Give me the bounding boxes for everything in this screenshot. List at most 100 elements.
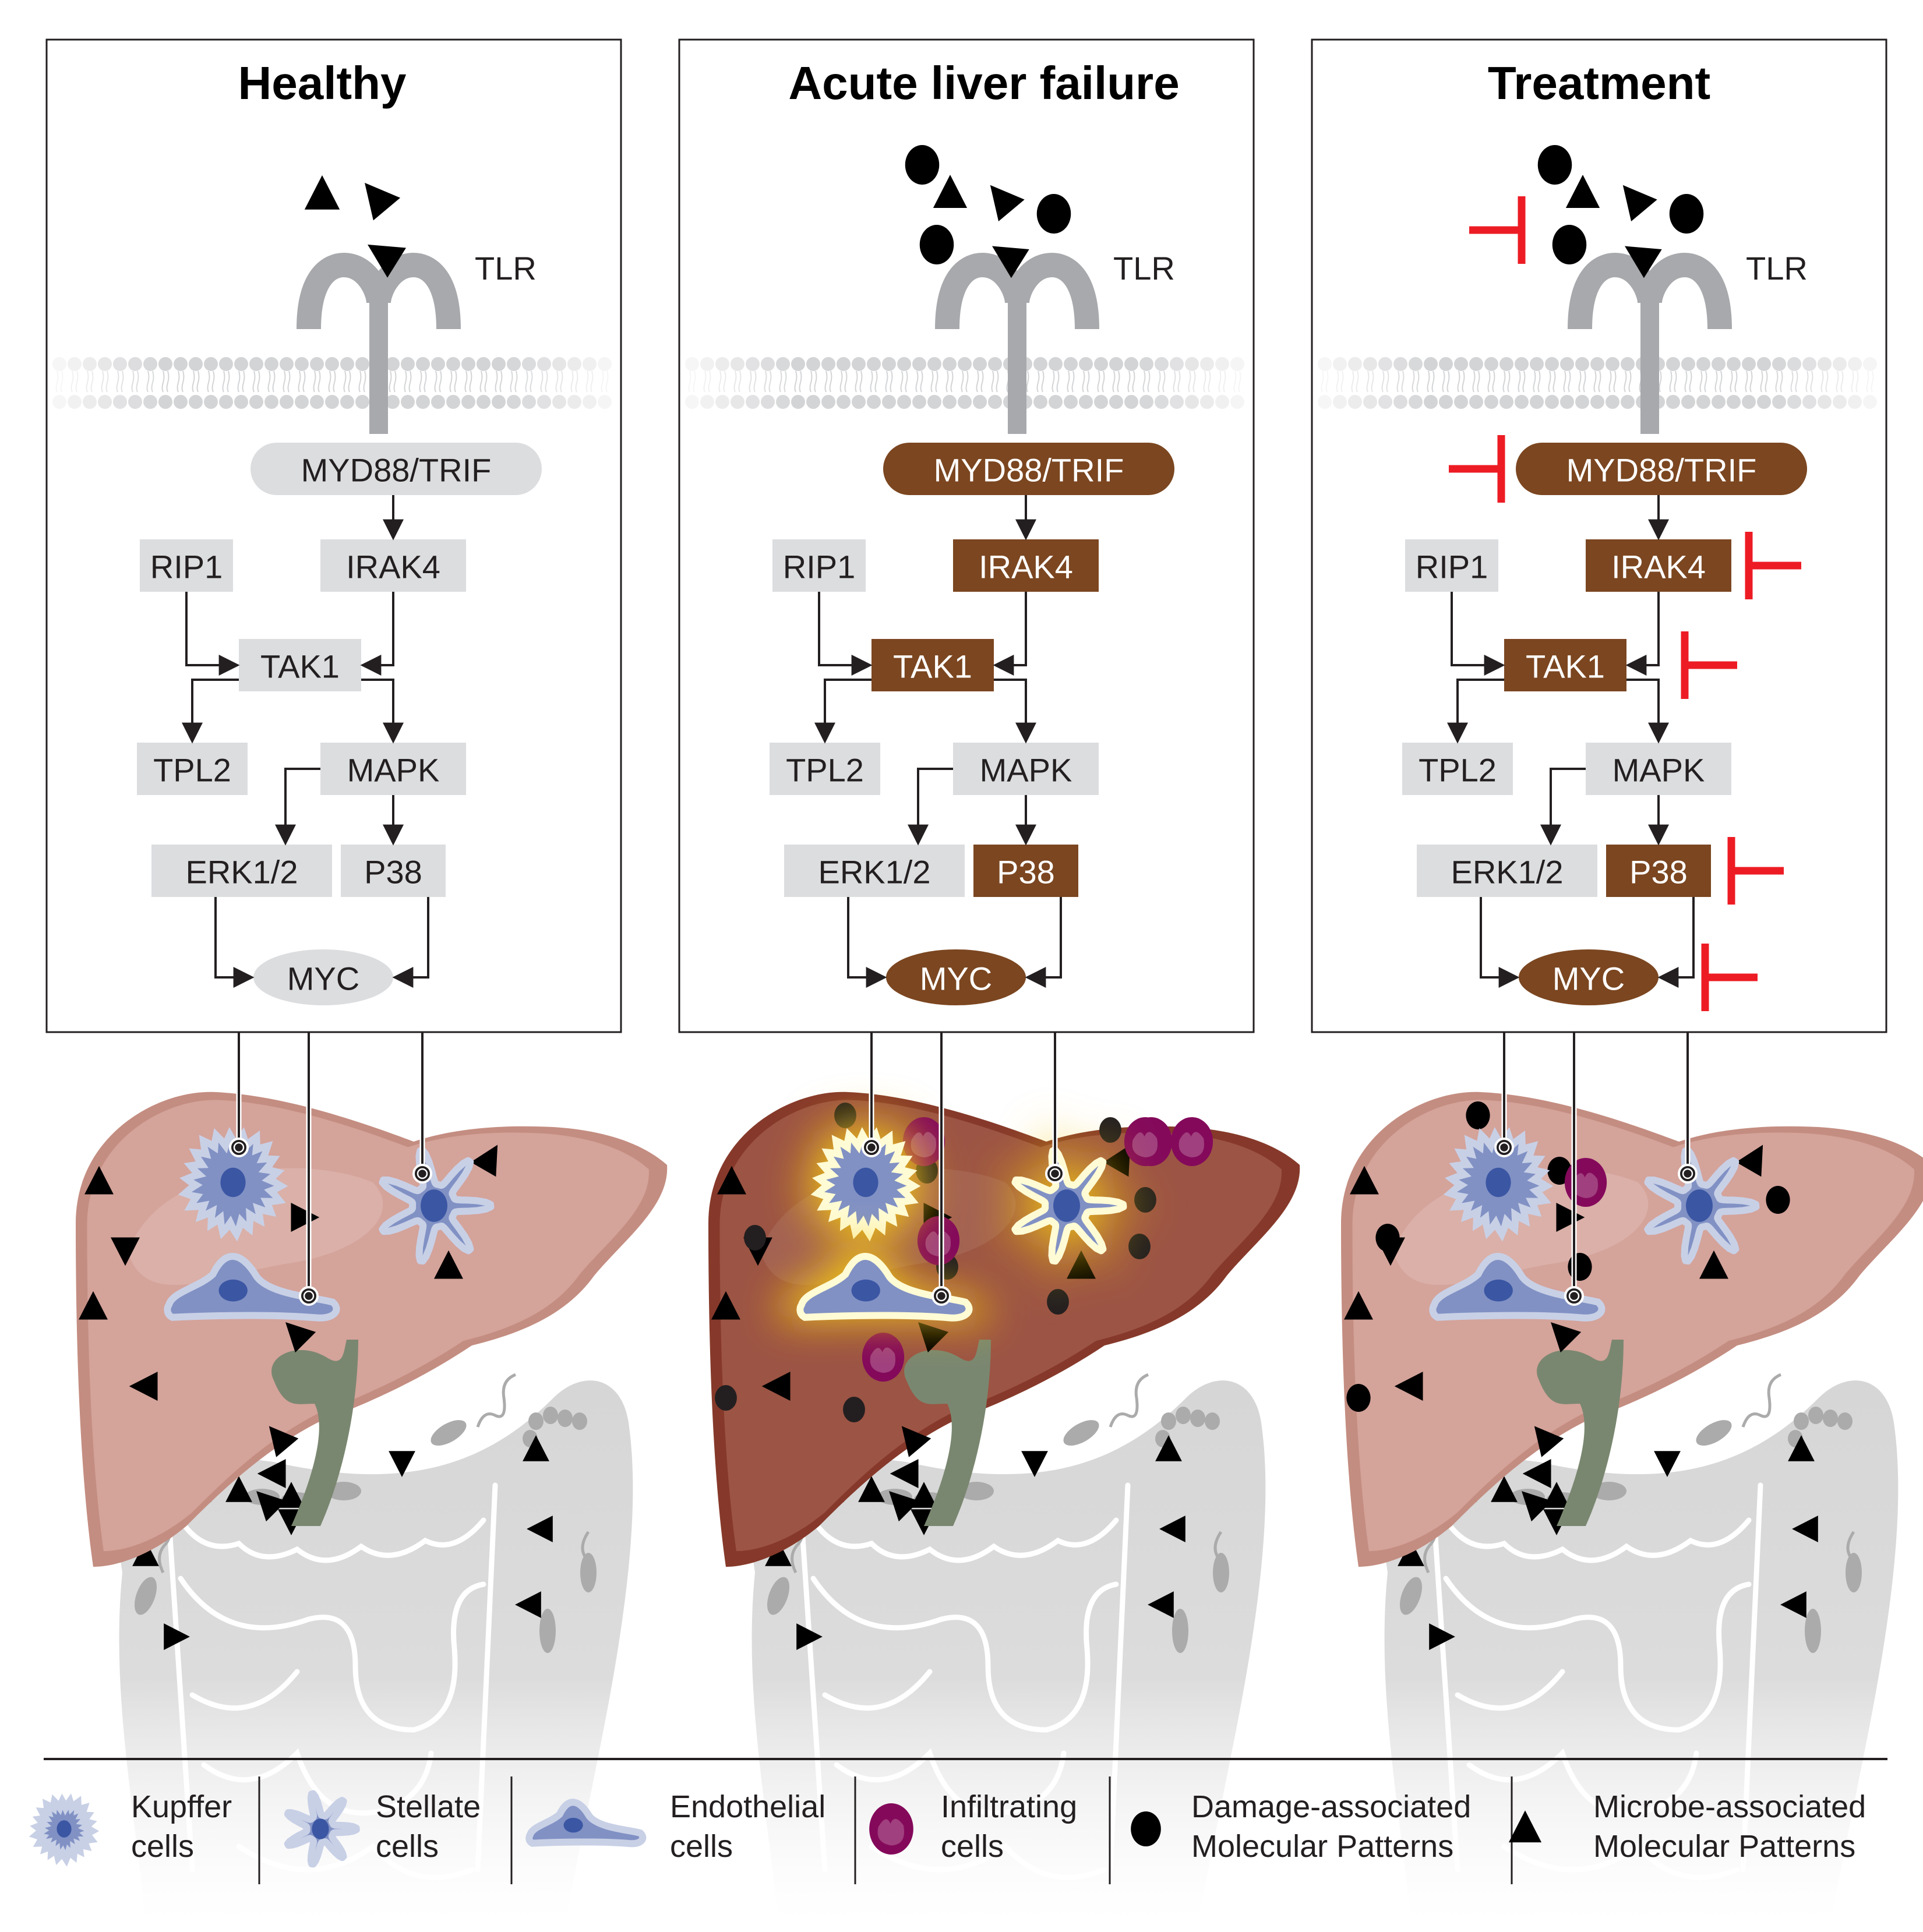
lipid-head: [1606, 395, 1619, 409]
lipid-head: [1772, 357, 1786, 371]
arrow-p38-myc: [392, 897, 429, 988]
lipid-head: [700, 357, 714, 371]
lipid-head: [598, 395, 612, 409]
lipid-tail: [688, 370, 696, 393]
lipid-tail: [510, 370, 518, 393]
lipid-head: [158, 357, 172, 371]
lipid-head: [1833, 357, 1847, 371]
lipid-tail: [131, 370, 139, 393]
lipid-head: [1170, 357, 1184, 371]
node-rip1: RIP1: [1405, 539, 1498, 592]
node-shape: [883, 443, 1174, 495]
lipid-tail: [601, 370, 609, 393]
cell-membrane: [796, 1253, 973, 1322]
lipid-tail: [1457, 370, 1465, 393]
node-label: MYC: [287, 960, 359, 997]
lipid-tail: [343, 370, 351, 393]
intestine-loop: [869, 1842, 1107, 1880]
lipid-tail: [991, 370, 999, 393]
arrow-erk-myc: [214, 897, 255, 988]
lipid-head: [234, 395, 248, 409]
damp-circle-icon: [1537, 145, 1572, 185]
callout-dot-inner: [936, 1290, 947, 1302]
receptor-label: TLR: [1746, 250, 1808, 287]
lipid-tail: [495, 370, 503, 393]
damp-circle-icon: [834, 1103, 856, 1128]
mamp-triangle-icon: [889, 1491, 920, 1522]
ligand-cluster: [905, 145, 1071, 278]
lipid-head: [1712, 395, 1726, 409]
lipid-head: [882, 357, 896, 371]
lipid-head: [143, 357, 157, 371]
lipid-head: [1064, 395, 1078, 409]
lipid-head: [52, 395, 66, 409]
lipid-tail: [733, 370, 742, 393]
callout-dot-inner: [417, 1168, 428, 1179]
damp-circle-icon: [1346, 1384, 1371, 1412]
node-label: TPL2: [1419, 752, 1497, 789]
lipid-head: [174, 357, 188, 371]
cell-nucleus: [1686, 1189, 1713, 1222]
lipid-tail: [1351, 370, 1359, 393]
mamp-triangle-icon: [1622, 185, 1657, 222]
mamp-triangle-icon: [858, 1476, 885, 1502]
arrow-tak1-tpl2: [814, 679, 871, 744]
small-intestine-loops: [166, 1482, 498, 1880]
legend-label-line1: Microbe-associated: [1593, 1789, 1866, 1824]
mamp-triangle-icon: [1394, 1372, 1423, 1401]
lipid-tail: [1518, 370, 1526, 393]
mamp-triangle-icon: [79, 1291, 108, 1320]
lipid-head: [1318, 395, 1332, 409]
lipid-tail: [1608, 370, 1617, 393]
lipid-head: [325, 395, 339, 409]
node-shape: [253, 949, 393, 1005]
lipid-head: [1681, 395, 1695, 409]
spirochete-bacterium: [476, 1373, 517, 1428]
node-tpl2: TPL2: [1402, 743, 1513, 795]
lipid-head: [1185, 357, 1199, 371]
lipid-tail: [1624, 370, 1632, 393]
lipid-head: [1033, 395, 1047, 409]
node-shape: [320, 539, 466, 592]
lipid-head: [1575, 395, 1589, 409]
lipid-head: [1378, 395, 1392, 409]
lipid-head: [552, 395, 566, 409]
lipid-head: [204, 395, 218, 409]
lipid-head: [52, 357, 66, 371]
lipid-tail: [718, 370, 726, 393]
node-shape: [1417, 845, 1597, 897]
lipid-head: [1606, 357, 1619, 371]
pathway-arrows: [182, 495, 429, 988]
lipid-head: [68, 395, 82, 409]
lipid-head: [1363, 395, 1377, 409]
mamp-triangle-icon: [269, 1426, 299, 1457]
node-myc: MYC: [1519, 949, 1659, 1005]
node-label: IRAK4: [979, 549, 1073, 585]
mamp-triangle-icon: [471, 1145, 498, 1177]
intestine-loop: [166, 1517, 195, 1873]
panel-title: Acute liver failure: [788, 57, 1179, 109]
damp-circle-icon: [1099, 1117, 1121, 1143]
mamp-triangle-icon: [1021, 1451, 1048, 1477]
lipid-head: [791, 357, 805, 371]
coccus-bacterium: [543, 1407, 558, 1424]
lipid-tail: [749, 370, 757, 393]
lipid-head: [1469, 395, 1483, 409]
lipid-tail: [1188, 370, 1196, 393]
lipid-head: [189, 395, 203, 409]
lipid-head: [1666, 357, 1680, 371]
lipid-head: [1230, 357, 1244, 371]
damp-circle-icon: [744, 1225, 766, 1251]
kupffer-cell: [1443, 1126, 1554, 1242]
legend-label-line1: Infiltrating: [941, 1789, 1077, 1824]
spirochete-bacterium: [1109, 1373, 1149, 1428]
lipid-tail: [1851, 370, 1859, 393]
inhibitor-icon: [1727, 837, 1784, 905]
lipid-head: [776, 395, 790, 409]
lipid-tail: [870, 370, 878, 393]
lipid-head: [280, 357, 294, 371]
lipid-head: [537, 357, 551, 371]
cell-membrane: [525, 1799, 647, 1848]
